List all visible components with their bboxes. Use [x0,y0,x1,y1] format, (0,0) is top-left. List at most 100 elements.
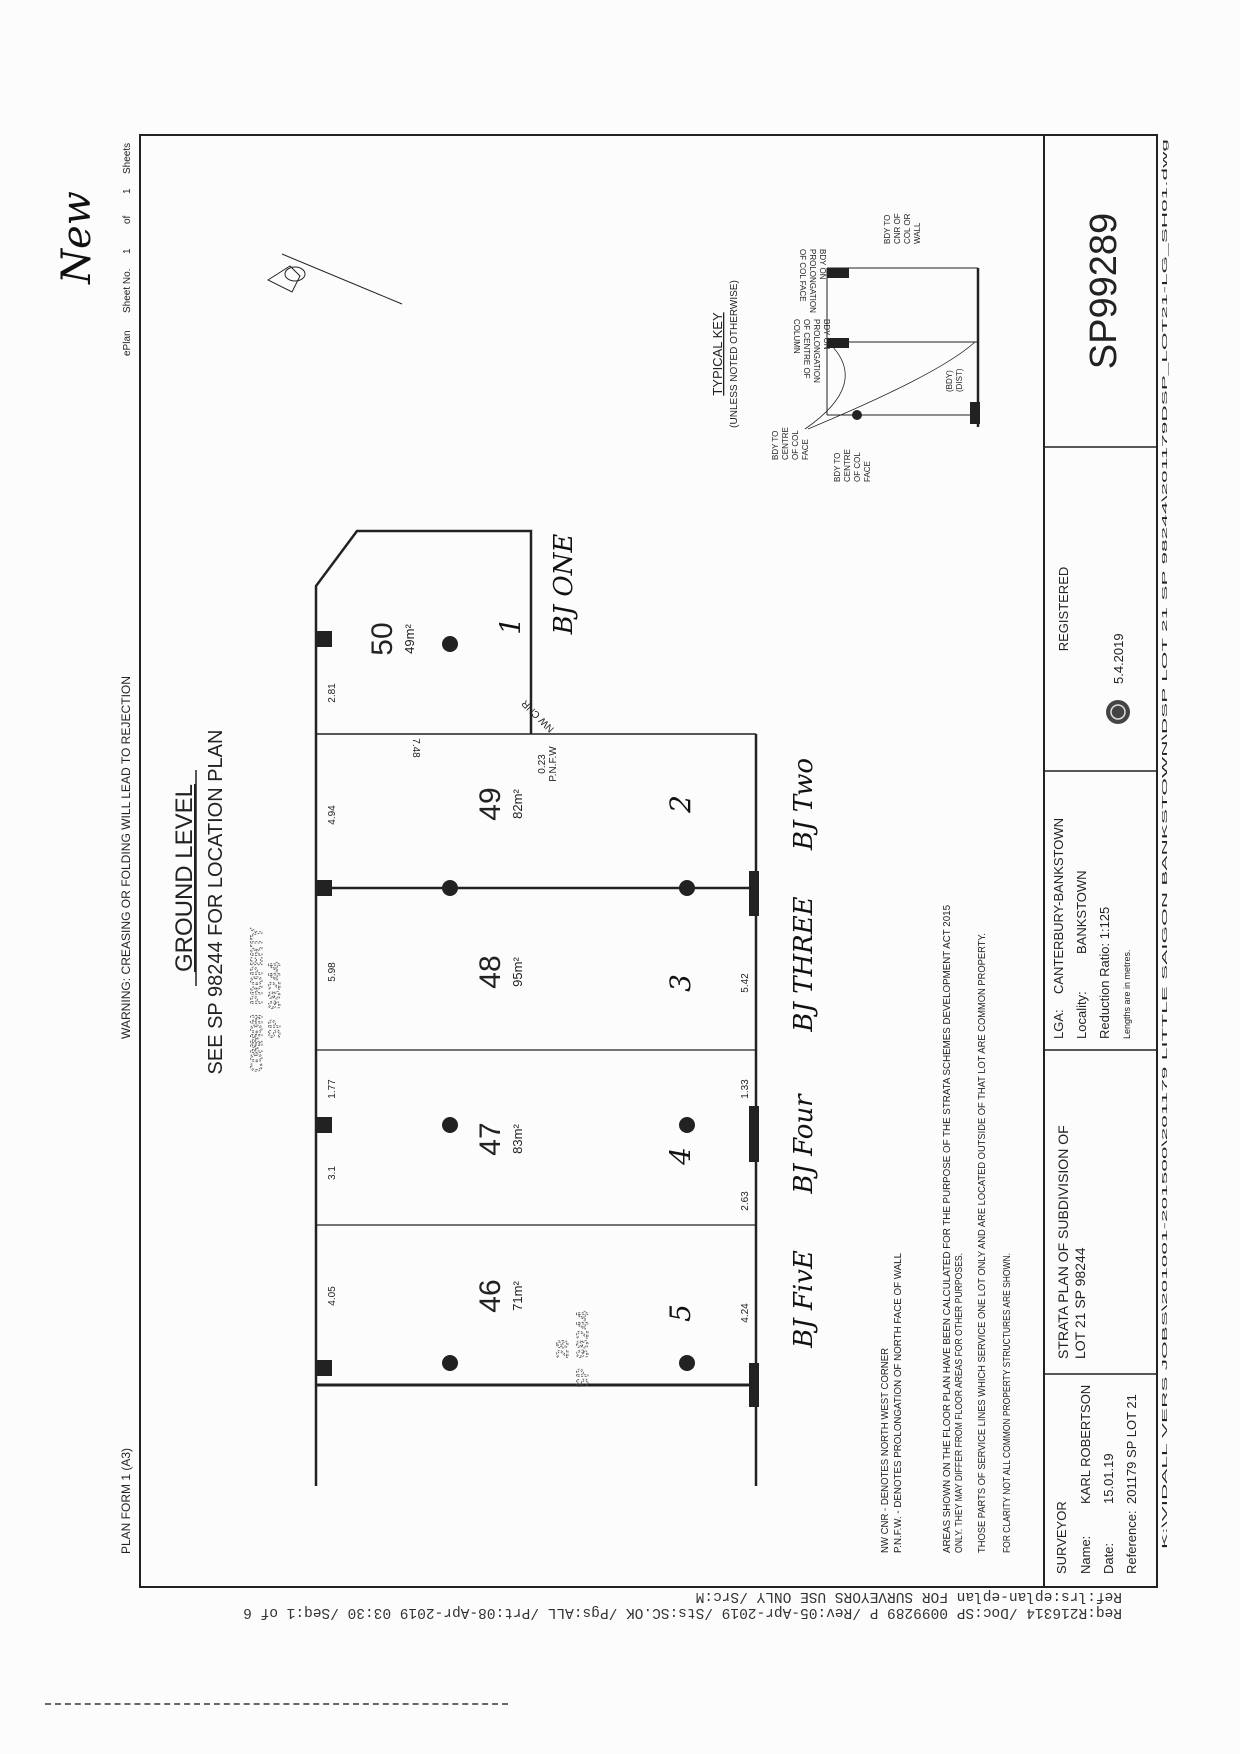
handwritten-new-note: New [54,191,100,285]
svg-text:PROLONGATION: PROLONGATION [812,319,821,383]
lot-area: 71m² [510,1281,525,1311]
marker-dot-icon [679,880,695,896]
lot-area: 82m² [510,789,525,819]
lot-number: 47 [474,1122,507,1155]
plan-title-line-1: STRATA PLAN OF SUBDIVISION OF [1055,1125,1071,1359]
sheet-no-label: Sheet No. [122,269,133,313]
date-label: Date: [1101,1543,1116,1574]
title-block: SURVEYOR Name: KARL ROBERTSON Date: 15.0… [1043,135,1157,1587]
of-label: of [122,215,133,224]
registered-date: 5.4.2019 [1111,633,1126,684]
svg-text:FACE: FACE [863,461,872,482]
handwritten-lot-number: 2 [664,795,697,814]
registered-label: REGISTERED [1056,567,1071,652]
dimension-label: 2.63 [740,1191,751,1211]
note-areas-2: ONLY. THEY MAY DIFFER FROM FLOOR AREAS F… [954,1253,965,1553]
plan-title-line-2: LOT 21 SP 98244 [1072,1247,1088,1359]
lot-number: 46 [474,1279,507,1312]
survey-reference: 201179 SP LOT 21 [1124,1394,1139,1504]
lga-label: LGA: [1051,1009,1066,1039]
handwritten-lot-label: BJ ONE [549,534,579,636]
page-title: GROUND LEVEL [171,784,198,972]
sheets-label: Sheets [122,143,133,174]
svg-text:COL OR: COL OR [903,213,912,244]
warning-text: WARNING: CREASING OR FOLDING WILL LEAD T… [119,676,133,1039]
svg-text:CENTRE: CENTRE [781,427,790,460]
column-icon [749,871,759,916]
svg-text:(BDY): (BDY) [945,370,954,392]
survey-date: 15.01.19 [1101,1453,1116,1504]
handwritten-lot-number: 4 [664,1147,697,1166]
marker-dot-icon [679,1355,695,1371]
dimension-label: 3.1 [327,1166,338,1180]
pnfw-offset: 0.23 [537,754,548,774]
svg-text:OF COL: OF COL [791,430,800,460]
svg-text:CENTRE: CENTRE [843,449,852,482]
svg-text:COLUMN: COLUMN [792,319,801,354]
common-property-ref: SP 98244 [265,961,284,1038]
svg-text:BDY ON: BDY ON [822,319,831,350]
handwritten-lot-number: 3 [664,974,697,992]
svg-text:PROLONGATION: PROLONGATION [808,249,817,313]
nw-corner-label: NW CNR [520,697,557,734]
dimension-label: 4.24 [740,1303,751,1323]
svg-text:BDY ON: BDY ON [818,249,827,280]
handwritten-lot-label: BJ Two [789,758,819,851]
dimension-label: 4.05 [327,1286,338,1306]
sheet-total: 1 [122,188,133,194]
lot-area: 83m² [510,1124,525,1154]
lga-value: CANTERBURY-BANKSTOWN [1051,818,1066,994]
note-clarity: FOR CLARITY NOT ALL COMMON PROPERTY STRU… [1002,1253,1013,1553]
registrar-seal-icon [1106,700,1130,724]
plan-number: SP99289 [1083,213,1125,369]
column-icon [749,1363,759,1407]
handwritten-lot-number: 5 [664,1304,697,1322]
svg-text:BDY TO: BDY TO [771,431,780,460]
svg-text:WALL: WALL [913,222,922,244]
adjoining-lot: 20 [553,1339,572,1358]
svg-text:(DIST): (DIST) [955,368,964,392]
dimension-label: 5.42 [740,973,751,993]
surveyor-heading: SURVEYOR [1054,1501,1069,1574]
dimension-label: 4.94 [327,805,338,825]
sheet-no: 1 [122,248,133,254]
typical-key-title: TYPICAL KEY [710,312,725,396]
typical-key: TYPICAL KEY (UNLESS NOTED OTHERWISE) BDY… [710,213,980,482]
svg-text:OF CENTRE OF: OF CENTRE OF [802,319,811,379]
reference-label: Reference: [1124,1510,1139,1574]
column-icon [749,1106,759,1162]
handwritten-lot-label: BJ FivE [789,1250,819,1349]
column-icon [316,1117,332,1133]
handwritten-lot-number: 1 [494,617,527,635]
lot-number: 50 [366,622,399,655]
dimension-label: 7.48 [410,738,421,758]
reduction-ratio: Reduction Ratio: 1:125 [1097,907,1112,1039]
svg-text:CNR OF: CNR OF [893,213,902,244]
dimension-label: 1.77 [327,1079,338,1099]
lengths-note: Lengths are in metres. [1122,949,1132,1039]
svg-text:BDY TO: BDY TO [883,215,892,244]
plan-form-label: PLAN FORM 1 (A3) [119,1448,133,1554]
sheet-frame [139,134,1158,1588]
marker-dot-icon [442,636,458,652]
request-line: Req:R216314 /Doc:SP 0099289 P /Rev:05-Ap… [243,1604,1122,1620]
lot-area: 49m² [402,624,417,654]
marker-dot-icon [679,1117,695,1133]
marker-dot-icon [442,880,458,896]
columns [316,631,759,1407]
building-outline [314,529,758,1486]
eplan-label: ePlan [122,330,133,356]
dimension-label: 5.98 [327,962,338,982]
file-path: K:\VIDALL VERS JOBS\201001-201500\201179… [1160,139,1169,1549]
notes: NW CNR - DENOTES NORTH WEST CORNER P.N.F… [880,905,1013,1553]
column-icon [316,880,332,896]
north-arrow-icon [266,253,403,305]
surveyor-name: KARL ROBERTSON [1078,1385,1093,1504]
dimensions: 2.81 4.94 5.98 1.77 3.1 4.05 5.42 1.33 2… [327,683,751,1323]
handwritten-lot-label: BJ Four [789,1093,819,1195]
svg-text:OF COL FACE: OF COL FACE [798,249,807,302]
marker-dot-icon [442,1117,458,1133]
adjoining-plan: SP 98244 [573,1310,592,1387]
